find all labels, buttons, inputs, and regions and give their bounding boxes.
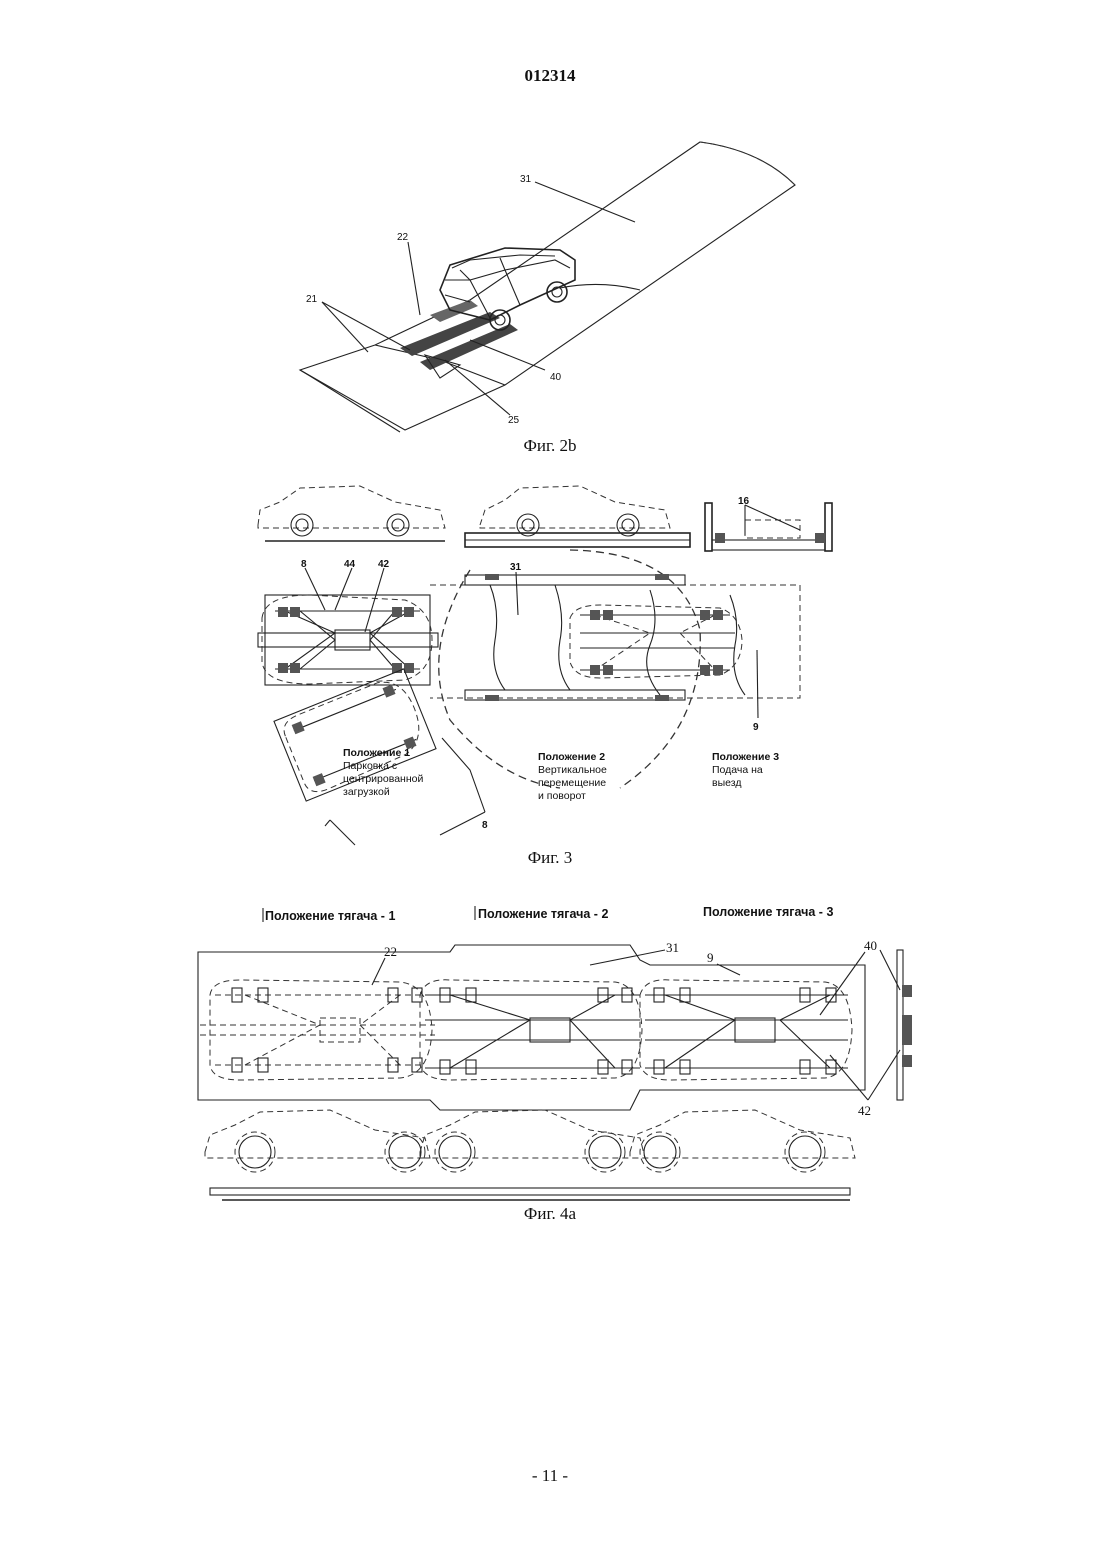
figure-3-caption: Фиг. 3 [0,848,1100,868]
header-tug-position-1: Положение тягача - 1 [265,909,395,923]
plan-view-tug-1 [258,595,438,685]
svg-text:выезд: выезд [712,777,741,789]
tug-position-3 [640,980,852,1080]
figure-4a-drawing: Положение тягача - 1 Положение тягача - … [0,890,1100,1215]
svg-text:центрированной: центрированной [343,773,423,785]
end-stop-device [897,950,912,1100]
label-16: 16 [738,496,750,507]
svg-text:и поворот: и поворот [538,790,586,802]
header-tug-position-2: Положение тягача - 2 [478,907,608,921]
label-25: 25 [508,415,520,426]
label-22: 22 [384,944,397,959]
side-view-car-2 [465,486,690,547]
label-22: 22 [397,232,409,243]
tug-position-1 [200,980,435,1080]
end-view [705,503,832,551]
position-3-text: Положение 3 Подача на выезд [712,751,779,789]
page-number: - 11 - [0,1466,1100,1486]
leader-8d [440,812,485,835]
platform-outline [300,142,795,430]
travel-band [430,585,800,698]
label-31: 31 [666,940,679,955]
plan-view-tug-2 [570,590,745,695]
leader-21a [322,302,368,352]
leader-40 [470,340,545,370]
label-8-bottom: 8 [482,820,488,831]
leader-42 [365,568,384,632]
leader-42c [868,1050,900,1100]
ramp-edge [300,370,400,432]
leader-42b [830,1055,868,1100]
leader-9 [717,964,740,975]
label-44: 44 [344,559,356,570]
side-view-car-1 [258,486,445,541]
figure-2b-drawing: 31 22 21 40 25 [0,130,1100,440]
bay-outline [198,945,865,1110]
svg-text:Парковка с: Парковка с [343,760,397,772]
leader-42a [820,952,865,1015]
svg-text:Положение 2: Положение 2 [538,751,605,763]
svg-text:загрузкой: загрузкой [343,786,390,798]
leader-31 [590,950,665,965]
label-31: 31 [520,174,532,185]
tug-position-2 [420,980,642,1080]
figure-3-drawing: 16 [0,470,1100,850]
leader-21b [322,302,410,350]
label-40: 40 [864,938,877,953]
figure-2b-caption: Фиг. 2b [0,436,1100,456]
platform-curve [560,284,640,290]
svg-text:перемещение: перемещение [538,777,606,789]
page-code: 012314 [0,66,1100,86]
leader-9 [757,650,758,718]
label-8-top: 8 [301,559,307,570]
leader-31 [535,182,635,222]
svg-text:Положение 1: Положение 1 [343,747,410,759]
label-31: 31 [510,562,522,573]
label-42: 42 [378,559,390,570]
figure-4a-caption: Фиг. 4a [0,1204,1100,1224]
svg-text:Подача на: Подача на [712,764,763,776]
header-tug-position-3: Положение тягача - 3 [703,905,833,919]
side-view-cars [205,1110,855,1200]
car-isometric [440,248,575,330]
platform-far-edge [700,142,795,185]
position-2-text: Положение 2 Вертикальное перемещение и п… [538,751,607,802]
label-40: 40 [550,372,562,383]
leader-22 [408,242,420,315]
leader-8c [325,820,355,845]
leader-8a [305,568,325,610]
svg-text:Вертикальное: Вертикальное [538,764,607,776]
label-9: 9 [707,950,714,965]
label-21: 21 [306,294,318,305]
leader-22 [372,958,385,985]
leader-44 [335,568,352,610]
svg-text:Положение 3: Положение 3 [712,751,779,763]
position-1-text: Положение 1 Парковка с центрированной за… [343,747,423,798]
label-9: 9 [753,722,759,733]
label-42: 42 [858,1103,871,1118]
leader-31 [516,572,518,615]
